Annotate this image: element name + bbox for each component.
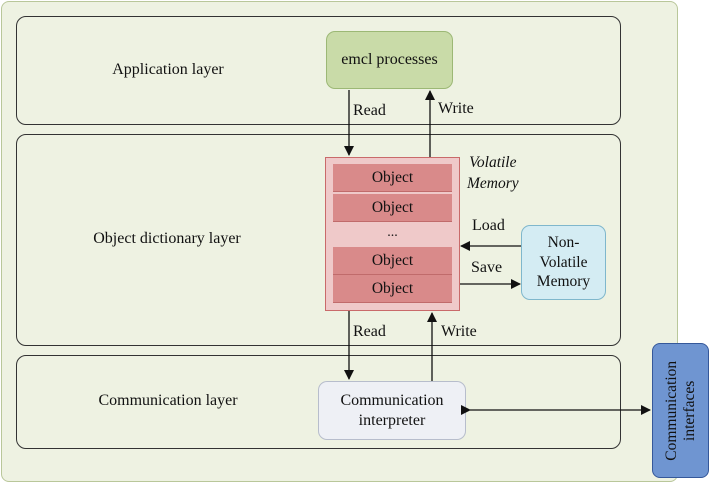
read-bottom-label: Read bbox=[353, 323, 386, 340]
object-entry-2: Object bbox=[333, 194, 452, 222]
application-layer bbox=[16, 16, 621, 125]
communication-interpreter-box: Communication interpreter bbox=[318, 381, 466, 440]
object-entry-1: Object bbox=[333, 164, 452, 192]
communication-interfaces-box: Communication interfaces bbox=[652, 343, 709, 478]
object-entry-4: Object bbox=[333, 275, 452, 303]
object-dictionary-layer-label: Object dictionary layer bbox=[93, 230, 241, 247]
object-entry-3: Object bbox=[333, 247, 452, 275]
volatile-memory-label: Volatile Memory bbox=[467, 154, 519, 192]
load-label: Load bbox=[472, 217, 505, 234]
write-top-label: Write bbox=[438, 100, 474, 117]
emcl-processes-box: emcl processes bbox=[326, 31, 453, 89]
volatile-memory-box: Object Object ... Object Object bbox=[325, 157, 460, 311]
object-dictionary-layer bbox=[16, 134, 621, 346]
read-top-label: Read bbox=[353, 102, 386, 119]
communication-interpreter-label: Communication interpreter bbox=[340, 391, 444, 429]
emcl-processes-label: emcl processes bbox=[341, 51, 438, 68]
save-label: Save bbox=[471, 259, 503, 276]
write-bottom-label: Write bbox=[441, 323, 477, 340]
non-volatile-memory-box: Non- Volatile Memory bbox=[521, 225, 606, 300]
object-ellipsis: ... bbox=[387, 225, 398, 240]
non-volatile-memory-label: Non- Volatile Memory bbox=[536, 234, 591, 291]
application-layer-label: Application layer bbox=[112, 61, 224, 78]
communication-layer-label: Communication layer bbox=[98, 392, 238, 409]
